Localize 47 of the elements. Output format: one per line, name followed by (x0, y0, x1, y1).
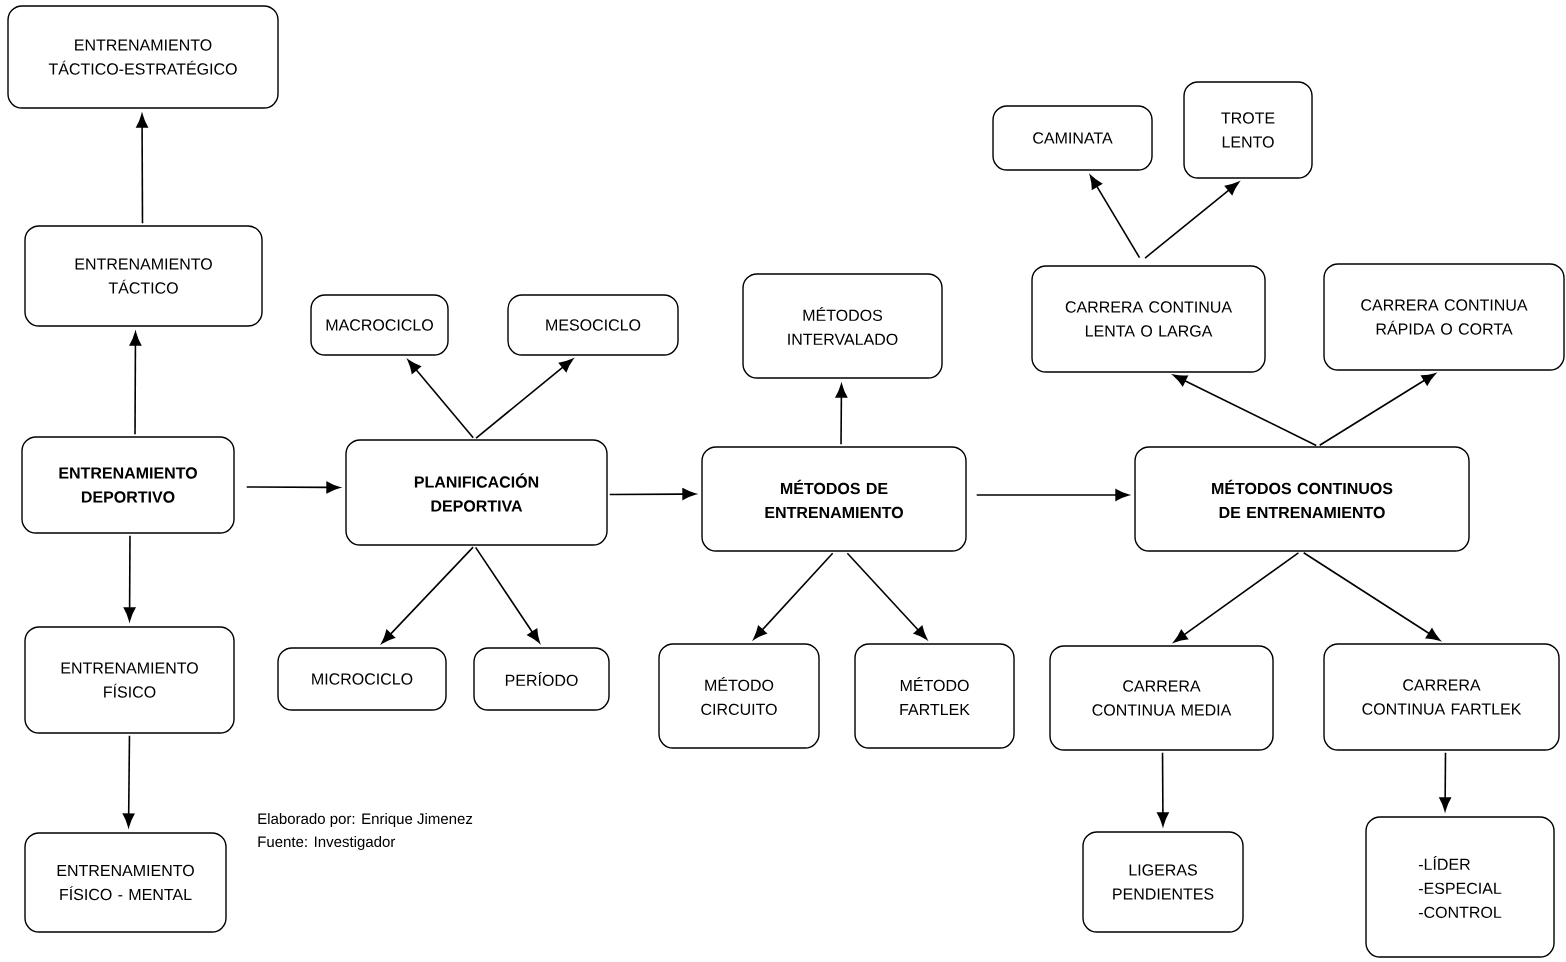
arrow (753, 552, 834, 640)
credit-note: Fuente: Investigador (258, 836, 396, 850)
concept-box: MICROCICLO (277, 647, 447, 711)
arrow (474, 546, 540, 644)
arrow (407, 359, 475, 439)
arrow (1157, 751, 1169, 827)
arrow (608, 488, 697, 500)
arrow (1318, 373, 1436, 447)
concept-box: ENTRENAMIENTO FÍSICO (24, 626, 235, 734)
arrow (122, 734, 135, 828)
concept-box: PLANIFICACIÓN DEPORTIVA (345, 439, 608, 546)
concept-box: MÉTODOS INTERVALADO (742, 273, 943, 379)
concept-box: CARRERA CONTINUA FARTLEK (1323, 643, 1560, 751)
concept-box: MACROCICLO (310, 294, 449, 356)
concept-box: MÉTODOS CONTINUOS DE ENTRENAMIENTO (1134, 446, 1470, 552)
arrow (835, 383, 848, 446)
arrow (129, 331, 142, 436)
concept-box: MÉTODO CIRCUITO (658, 643, 820, 749)
concept-box: -LÍDER -ESPECIAL -CONTROL (1365, 816, 1555, 958)
concept-box: LIGERAS PENDIENTES (1082, 831, 1244, 933)
credit-note: Elaborado por: Enrique Jimenez (258, 813, 473, 827)
arrow (1089, 175, 1141, 259)
concept-box: ENTRENAMIENTO TÁCTICO-ESTRATÉGICO (7, 5, 279, 109)
arrow (1302, 552, 1441, 641)
concept-box: PERÍODO (473, 647, 610, 711)
arrow (245, 481, 341, 494)
concept-box: ENTRENAMIENTO TÁCTICO (24, 225, 263, 327)
arrow (846, 552, 928, 640)
concept-box: CARRERA CONTINUA RÁPIDA O CORTA (1323, 263, 1565, 371)
arrow (123, 534, 136, 622)
concept-box: MÉTODO FARTLEK (854, 643, 1015, 749)
arrow (136, 113, 148, 225)
arrow (475, 358, 574, 439)
concept-box: CARRERA CONTINUA LENTA O LARGA (1031, 265, 1266, 373)
concept-box: TROTE LENTO (1183, 81, 1313, 179)
concept-box: ENTRENAMIENTO DEPORTIVO (21, 436, 235, 534)
arrow (1173, 374, 1317, 447)
arrow (381, 546, 474, 644)
concept-box: CAMINATA (992, 105, 1153, 171)
concept-box: MÉTODOS DE ENTRENAMIENTO (701, 446, 967, 552)
arrow (975, 489, 1130, 501)
concept-box: ENTRENAMIENTO FÍSICO - MENTAL (24, 832, 227, 933)
arrow (1439, 751, 1451, 812)
arrow (1173, 552, 1300, 643)
arrow (1144, 181, 1240, 259)
concept-box: MESOCICLO (507, 294, 679, 356)
concept-box: CARRERA CONTINUA MEDIA (1049, 645, 1274, 751)
